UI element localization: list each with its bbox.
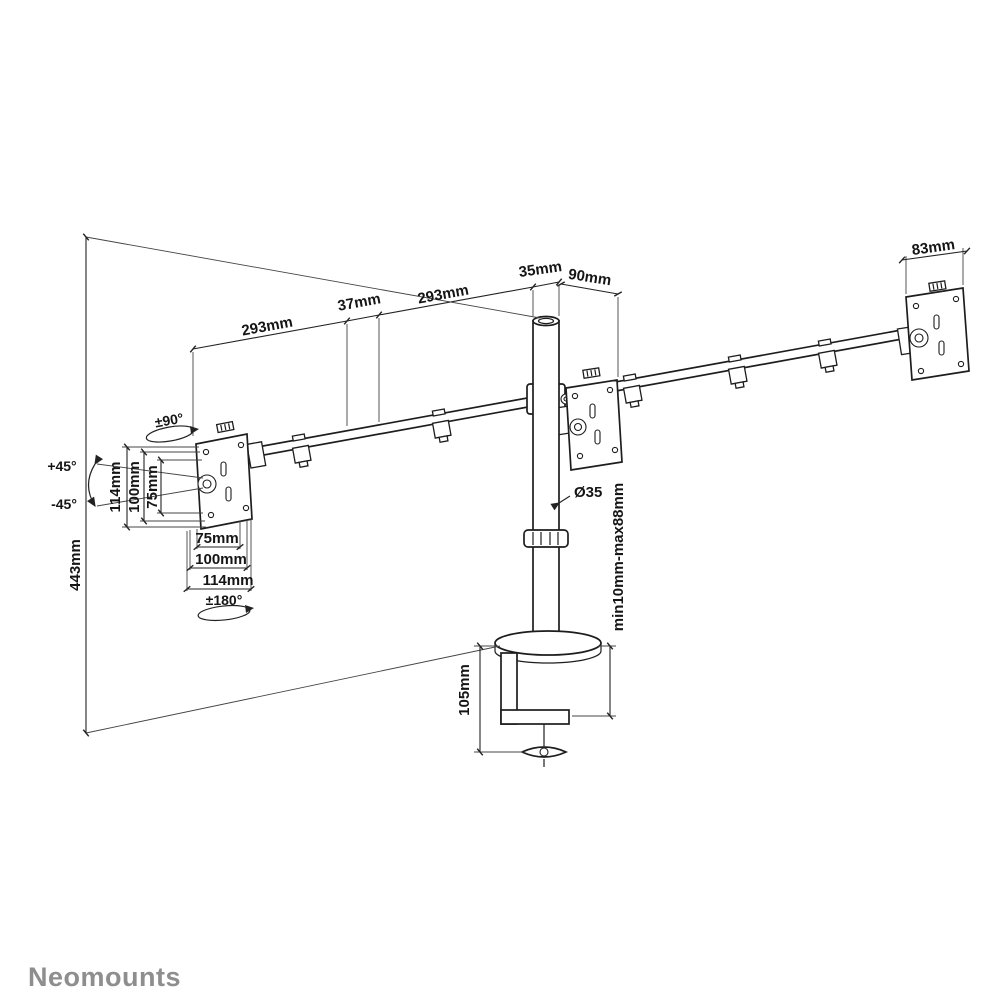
bar-slider (622, 373, 643, 409)
tilt-knob-center (582, 367, 601, 379)
tilt-knob-right (928, 280, 947, 292)
swivel-90-mark (145, 425, 199, 443)
pole-diameter-label: Ø35 (574, 484, 602, 501)
desk-clamp (494, 630, 602, 767)
tilt-up-label: +45° (47, 458, 76, 474)
vesa-v-75-label: 75mm (144, 465, 161, 508)
swivel-range-label: ±90° (154, 410, 185, 431)
bar-slider (727, 354, 748, 390)
tilt-down-label: -45° (51, 496, 77, 512)
dim-plate-offset-label: 90mm (567, 266, 612, 290)
vesa-h-75-label: 75mm (195, 530, 238, 547)
dim-right-plate-width-label: 83mm (911, 236, 956, 259)
clamp-height-label: 105mm (456, 664, 473, 716)
vesa-h-100-label: 100mm (195, 551, 247, 568)
pole (523, 315, 569, 642)
vesa-h-114-label: 114mm (203, 572, 254, 589)
vesa-plate-center (565, 367, 623, 471)
bar-slider (291, 433, 312, 469)
vesa-plate-left (195, 420, 253, 531)
rotation-range-label: ±180° (206, 592, 243, 608)
bar-slider (817, 338, 838, 374)
dim-joint-label: 37mm (336, 290, 382, 315)
vesa-plate-right (905, 280, 970, 381)
bar-slider (431, 408, 452, 444)
vesa-v-100-label: 100mm (126, 461, 143, 513)
dim-pole-cap-label: 35mm (518, 258, 563, 281)
tilt-knob-left (215, 420, 235, 434)
clamp-capacity-label: min10mm-max88mm (610, 483, 627, 631)
dim-height-label: 443mm (67, 539, 84, 591)
dimension-lines (82, 233, 971, 756)
brand-logo: Neomounts (28, 962, 181, 992)
vesa-v-114-label: 114mm (107, 462, 124, 513)
rotate-180-mark (197, 604, 254, 622)
